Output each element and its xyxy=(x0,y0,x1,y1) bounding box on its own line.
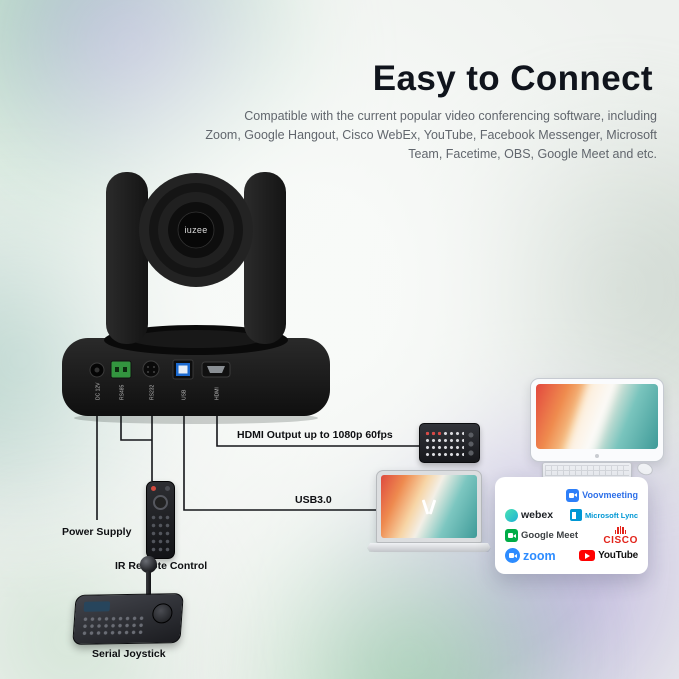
rs485-terminal xyxy=(123,367,127,372)
description-line: Zoom, Google Hangout, Cisco WebEx, YouTu… xyxy=(205,127,657,142)
logo-zoom: zoom xyxy=(505,548,556,564)
logo-microsoft-lync: Microsoft Lync xyxy=(569,509,638,522)
brand-logo: iuzee xyxy=(184,225,207,235)
port-label: DC 12V xyxy=(96,382,102,400)
logo-label: YouTube xyxy=(598,550,638,562)
rs232-pin xyxy=(147,371,149,373)
serial-joystick-label: Serial Joystick xyxy=(92,648,166,660)
camera-turntable-inner xyxy=(130,330,262,348)
description-line: Compatible with the current popular vide… xyxy=(244,108,657,123)
video-switcher xyxy=(419,423,480,463)
rs485-port xyxy=(110,360,132,379)
logo-label: Google Meet xyxy=(521,530,579,542)
software-compatibility-card: Voovmeeting webex Microsoft Lync Google … xyxy=(495,477,648,574)
remote-dpad xyxy=(153,495,168,510)
hdmi-output-label: HDMI Output up to 1080p 60fps xyxy=(237,429,393,441)
remote-power-button xyxy=(151,486,156,491)
port-label: RS485 xyxy=(120,384,126,400)
keyboard-keys xyxy=(545,465,629,476)
description-line: Team, Facetime, OBS, Google Meet and etc… xyxy=(408,147,657,162)
logo-label: webex xyxy=(521,509,554,522)
monitor-screen xyxy=(536,384,658,449)
logo-webex: webex xyxy=(505,508,554,522)
hdmi-port-inner xyxy=(207,366,225,373)
laptop-wallpaper xyxy=(381,475,477,538)
rs232-port xyxy=(142,360,160,378)
wallpaper-swoosh xyxy=(564,384,621,449)
laptop-screen xyxy=(376,470,482,543)
lync-icon xyxy=(569,509,582,522)
laptop xyxy=(367,470,491,552)
camera-arm-right xyxy=(244,172,286,344)
port-label: RS232 xyxy=(150,384,156,400)
remote-button xyxy=(165,486,170,491)
port-label: HDMI xyxy=(215,387,221,400)
camera-arm-left xyxy=(106,172,148,344)
wallpaper-v-mark xyxy=(420,498,438,515)
page-title: Easy to Connect xyxy=(372,59,653,99)
rs232-pin xyxy=(153,371,155,373)
rs485-terminal xyxy=(115,367,119,372)
dc-power-pin xyxy=(94,367,100,373)
joystick-dial xyxy=(151,603,174,624)
joystick-display xyxy=(83,601,111,612)
joystick-button-grid xyxy=(81,615,146,637)
zoom-icon xyxy=(505,548,520,564)
joystick-base xyxy=(72,593,184,645)
ptz-camera-illustration: iuzee DC 12V RS485 RS232 USB HDMI xyxy=(62,172,330,424)
power-supply-label: Power Supply xyxy=(62,526,132,538)
google-meet-icon xyxy=(505,529,518,543)
logo-label: zoom xyxy=(523,548,556,563)
monitor-logo-dot xyxy=(595,454,599,458)
serial-joystick-controller xyxy=(72,556,186,646)
laptop-base xyxy=(367,543,491,552)
logo-label: CISCO xyxy=(603,534,638,546)
logo-label: Voovmeeting xyxy=(582,490,638,500)
voovmeeting-icon xyxy=(566,488,580,502)
switcher-knobs xyxy=(467,431,476,457)
usb-port-tongue xyxy=(178,365,188,374)
port-label: USB xyxy=(182,389,188,400)
remote-button-grid xyxy=(151,515,171,554)
logo-label: Microsoft Lync xyxy=(584,510,638,520)
logo-youtube: YouTube xyxy=(579,550,638,562)
youtube-icon xyxy=(579,550,596,562)
webex-icon xyxy=(505,508,518,522)
desktop-monitor xyxy=(530,378,664,462)
logo-voovmeeting: Voovmeeting xyxy=(566,488,638,502)
rs232-pin xyxy=(147,366,149,368)
cisco-bars-icon xyxy=(614,525,627,534)
page-description: Compatible with the current popular vide… xyxy=(150,107,657,165)
rs232-pin xyxy=(153,366,155,368)
logo-google-meet: Google Meet xyxy=(505,529,579,543)
usb-label: USB3.0 xyxy=(295,494,332,506)
switcher-red-buttons xyxy=(425,431,444,438)
ir-remote-control xyxy=(146,481,175,559)
logo-cisco: CISCO xyxy=(603,525,638,546)
